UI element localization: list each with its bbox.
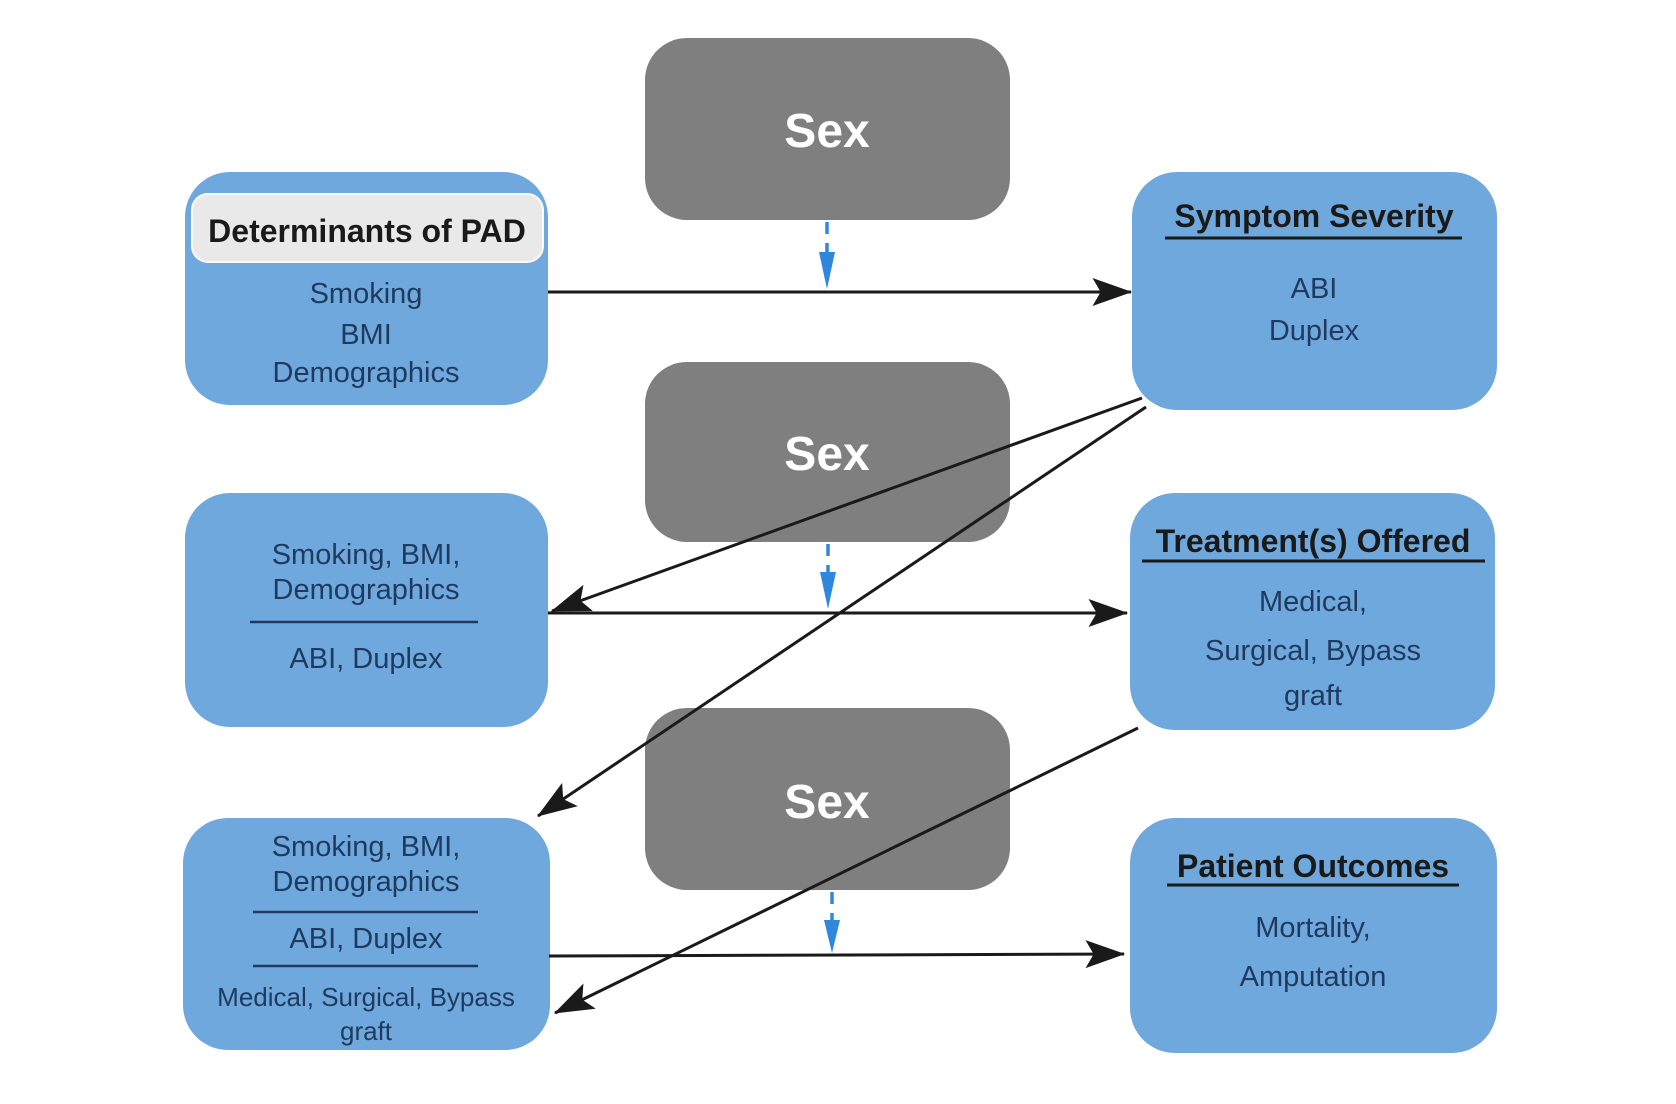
outcomes-line-amputation: Amputation [1240, 961, 1387, 993]
sex-moderator-box-row3 [645, 708, 1010, 890]
symptom-line-duplex: Duplex [1269, 315, 1360, 347]
sex-moderator-box-row1 [645, 38, 1010, 220]
outcomes-line-mortality: Mortality, [1255, 912, 1370, 944]
treatments-line-surgical-bypass: Surgical, Bypass [1205, 635, 1421, 667]
covariates2-line-demographics: Demographics [273, 574, 460, 606]
covariates-box-row2 [185, 493, 548, 727]
sex-moderator-box-row2 [645, 362, 1010, 542]
symptom-severity-box [1132, 172, 1497, 410]
treatments-line-graft: graft [1284, 680, 1342, 712]
covariates3-line-demographics: Demographics [273, 866, 460, 898]
sex-moderation-arrowhead-row3 [824, 920, 840, 953]
covariates2-line-smoking-bmi: Smoking, BMI, [272, 539, 461, 571]
determinants-line-smoking: Smoking [310, 278, 423, 310]
covariates2-line-abi-duplex: ABI, Duplex [289, 643, 443, 675]
sex-moderation-arrowhead-row2 [820, 572, 836, 609]
sex-label-row3: Sex [784, 776, 870, 829]
sex-label-row2: Sex [784, 428, 870, 481]
patient-outcomes-header: Patient Outcomes [1177, 848, 1449, 884]
determinants-of-pad-header: Determinants of PAD [208, 213, 526, 249]
covariates3-line-abi-duplex: ABI, Duplex [289, 923, 443, 955]
determinants-line-demographics: Demographics [273, 357, 460, 389]
treatments-offered-box [1130, 493, 1495, 730]
covariates-box-row3 [183, 818, 550, 1050]
arrow-symptom-severity-to-covariates2 [550, 396, 1143, 613]
covariates3-line-smoking-bmi: Smoking, BMI, [272, 831, 461, 863]
determinants-line-bmi: BMI [340, 319, 392, 351]
arrow-treatments-to-covariates3 [553, 726, 1139, 1015]
sex-label-row1: Sex [784, 105, 870, 158]
patient-outcomes-box [1130, 818, 1497, 1053]
covariates3-line-graft: graft [340, 1016, 393, 1046]
sex-moderation-arrowhead-row1 [819, 252, 835, 289]
symptom-severity-header: Symptom Severity [1174, 198, 1453, 234]
determinants-of-pad-label [191, 193, 544, 263]
arrow-symptom-severity-to-covariates3 [537, 405, 1147, 818]
symptom-line-abi: ABI [1291, 273, 1338, 305]
treatments-offered-header: Treatment(s) Offered [1156, 523, 1471, 559]
covariates3-line-treatments: Medical, Surgical, Bypass [217, 982, 515, 1012]
arrow-covariates3-to-outcomes [548, 940, 1126, 969]
treatments-line-medical: Medical, [1259, 586, 1367, 618]
